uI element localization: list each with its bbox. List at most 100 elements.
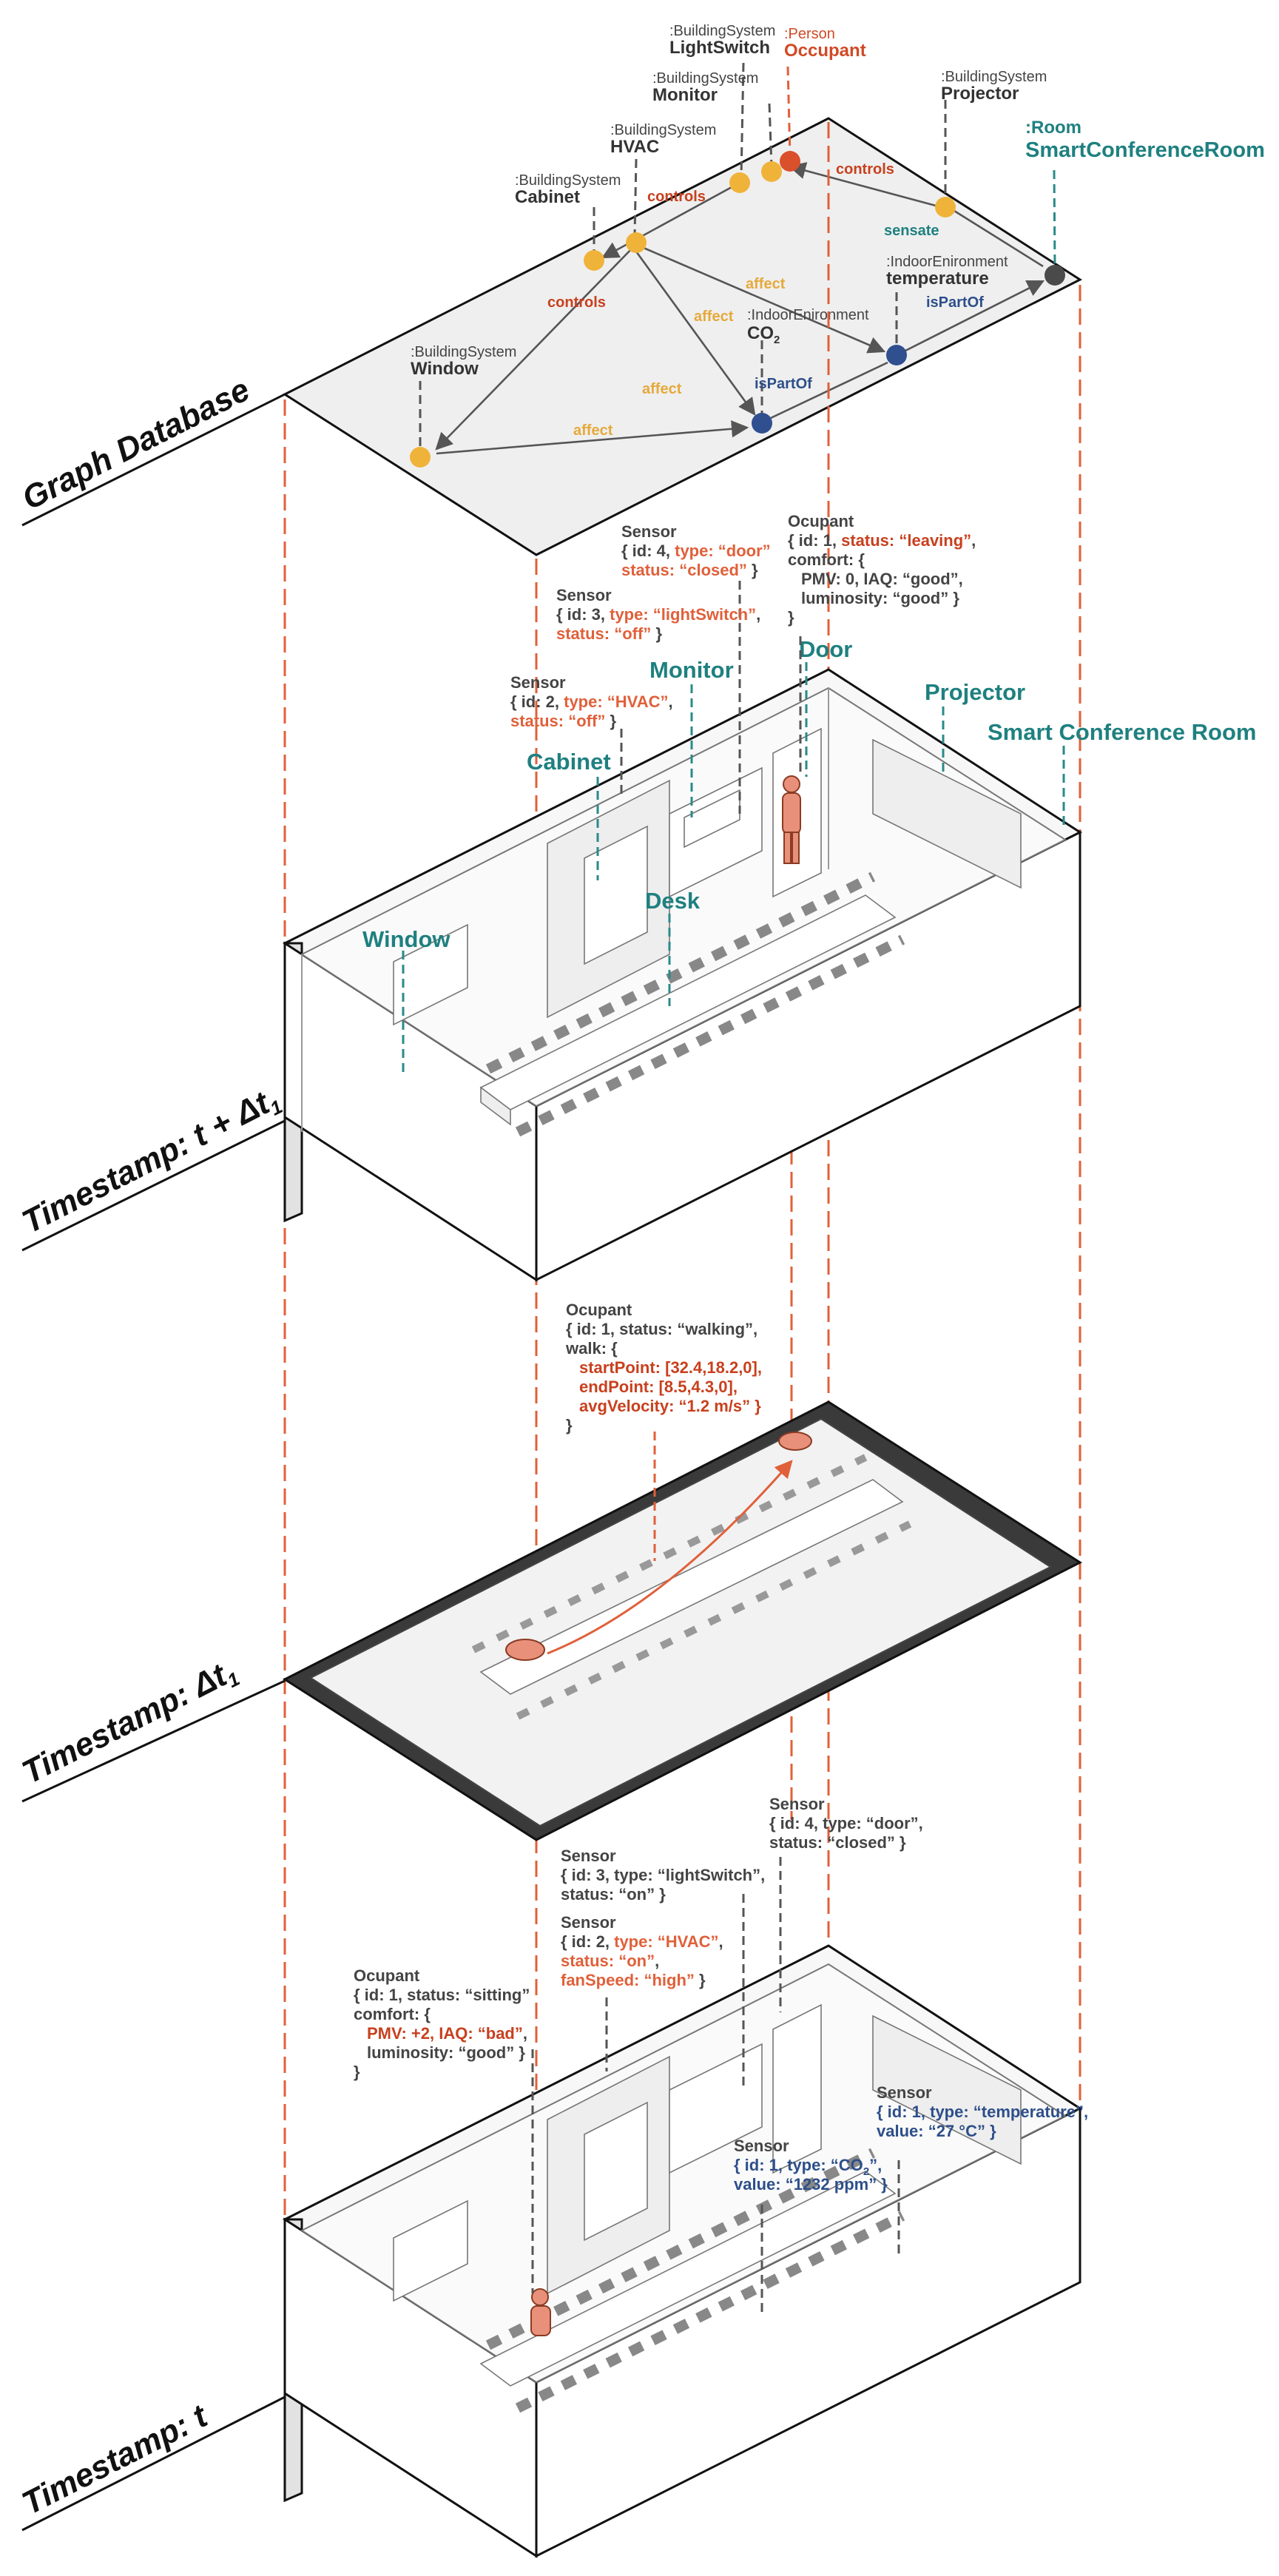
node-cabinet[interactable]: [584, 250, 604, 271]
occupant-figure-sitting: [530, 2288, 551, 2336]
floor-plan-delta: Timestamp: Δt1: [16, 1400, 1083, 1841]
svg-text:{ id: 3, type: “lightSwitch”,: { id: 3, type: “lightSwitch”,: [561, 1866, 765, 1884]
svg-text:Sensor: Sensor: [510, 673, 566, 692]
window-type: :BuildingSystem: [411, 344, 516, 360]
svg-text:status: “off” }: status: “off” }: [556, 624, 662, 643]
svg-text:fanSpeed: “high” }: fanSpeed: “high” }: [561, 1971, 706, 1989]
hvac-name: HVAC: [610, 137, 659, 157]
svg-text:status: “closed” }: status: “closed” }: [769, 1833, 906, 1852]
svg-text:status: “on”,: status: “on”,: [561, 1952, 659, 1970]
cabinet-type: :BuildingSystem: [515, 172, 621, 189]
svg-text:{ id: 2, type: “HVAC”,: { id: 2, type: “HVAC”,: [561, 1932, 723, 1951]
label-desk: Desk: [645, 888, 701, 914]
window-name: Window: [411, 359, 479, 379]
svg-text:}: }: [354, 2063, 360, 2081]
floor-plan-inner: [308, 1417, 1053, 1827]
svg-text:Ocupant: Ocupant: [354, 1966, 420, 1985]
svg-text:value: “1232 ppm” }: value: “1232 ppm” }: [734, 2175, 888, 2194]
edge-affect-hvac-temp: [643, 246, 886, 354]
lightswitch-name: LightSwitch: [669, 38, 770, 58]
label-window: Window: [362, 926, 450, 952]
edge-label-ispartof-2: isPartOf: [926, 294, 984, 311]
lightswitch-type: :BuildingSystem: [669, 23, 775, 39]
svg-text:Sensor: Sensor: [877, 2083, 932, 2102]
node-room[interactable]: [1045, 265, 1065, 286]
leader-monitor: [768, 103, 773, 167]
edge-affect-window-co2: [436, 420, 749, 455]
timestamp-t-label: Timestamp: t: [16, 2397, 215, 2522]
chairs-back-row: [485, 871, 876, 1074]
walk-path: [547, 1460, 793, 1655]
projector-screen: [872, 738, 1022, 889]
node-temperature[interactable]: [886, 345, 907, 365]
room-name: SmartConferenceRoom: [1025, 138, 1265, 162]
edge-sensate: [954, 209, 1044, 268]
leader-lightswitch: [740, 62, 745, 178]
timestamp-t-plus-label: Timestamp: t + Δt1: [16, 1080, 286, 1244]
node-lightswitch[interactable]: [729, 172, 750, 193]
node-hvac[interactable]: [626, 232, 647, 253]
svg-text:{ id: 1, status: “walking”,: { id: 1, status: “walking”,: [566, 1320, 757, 1338]
node-projector[interactable]: [935, 197, 956, 218]
timestamp-delta-label: Timestamp: Δt1: [16, 1652, 243, 1793]
edge-label-sensate: sensate: [884, 223, 939, 239]
edge-controls-hvac-window: [435, 243, 637, 451]
edge-label-affect-2: affect: [694, 308, 734, 325]
svg-text:{ id: 1, type: “CO2”,: { id: 1, type: “CO2”,: [734, 2156, 882, 2178]
svg-text:startPoint: [32.4,18.2,0],: startPoint: [32.4,18.2,0],: [579, 1358, 762, 1377]
room-type: :Room: [1025, 118, 1081, 138]
occupant-end: [778, 1432, 812, 1451]
edge-label-affect-1: affect: [746, 276, 786, 292]
svg-text:walk: {: walk: {: [565, 1339, 618, 1358]
svg-text:comfort: {: comfort: {: [354, 2005, 431, 2023]
cabinet-name: Cabinet: [515, 187, 580, 207]
edge-ispartof-temp: [903, 280, 1045, 353]
svg-text:luminosity: “good” }: luminosity: “good” }: [367, 2043, 525, 2062]
label-smart-conference-room: Smart Conference Room: [988, 719, 1256, 745]
node-window[interactable]: [410, 447, 431, 468]
annotations-top: Sensor { id: 4, type: “door” status: “cl…: [510, 512, 976, 730]
edge-controls-switch-cabinet: [601, 181, 740, 259]
svg-text:{ id: 1, status: “leaving”,: { id: 1, status: “leaving”,: [788, 531, 976, 550]
node-occupant[interactable]: [780, 151, 800, 172]
desk-plan: [479, 1479, 904, 1695]
edge-label-controls-1: controls: [647, 189, 706, 205]
edge-label-controls-3: controls: [547, 294, 606, 311]
projector-type: :BuildingSystem: [941, 69, 1047, 85]
temperature-name: temperature: [886, 269, 989, 289]
svg-text:luminosity: “good” }: luminosity: “good” }: [801, 589, 959, 607]
svg-text:PMV: +2, IAQ: “bad”,: PMV: +2, IAQ: “bad”,: [367, 2024, 527, 2043]
co2-type: :IndoorEnironment: [747, 307, 869, 323]
svg-text:}: }: [566, 1416, 573, 1434]
leader-room: [1053, 169, 1056, 267]
svg-text:Sensor: Sensor: [734, 2137, 789, 2155]
svg-text:{ id: 1, type: “temperature”,: { id: 1, type: “temperature”,: [877, 2103, 1088, 2121]
projector-name: Projector: [941, 84, 1019, 104]
leader-occupant: [786, 66, 792, 158]
monitor-name: Monitor: [652, 85, 718, 105]
node-monitor[interactable]: [761, 161, 782, 182]
annotations-mid: Ocupant { id: 1, status: “walking”, walk…: [565, 1301, 762, 1434]
svg-text:{ id: 1, status: “sitting”: { id: 1, status: “sitting”: [354, 1986, 530, 2004]
svg-text:status: “on” }: status: “on” }: [561, 1885, 666, 1904]
temperature-type: :IndoorEnironment: [886, 254, 1008, 270]
svg-text:value: “27 °C” }: value: “27 °C” }: [877, 2122, 996, 2140]
person-type: :Person: [784, 26, 835, 42]
graph-database-plane: Graph Database controls controls control…: [16, 23, 1265, 556]
annotations-bottom: Sensor { id: 4, type: “door”, status: “c…: [354, 1795, 1088, 2194]
svg-text:}: }: [788, 608, 794, 627]
hvac-type: :BuildingSystem: [610, 122, 716, 138]
edge-label-affect-4: affect: [573, 422, 613, 439]
edge-affect-hvac-co2: [635, 251, 756, 416]
label-cabinet: Cabinet: [527, 749, 611, 775]
svg-text:Sensor: Sensor: [769, 1795, 825, 1813]
svg-text:status: “closed” }: status: “closed” }: [621, 561, 758, 579]
svg-text:avgVelocity: “1.2 m/s” }: avgVelocity: “1.2 m/s” }: [579, 1397, 761, 1415]
svg-text:Ocupant: Ocupant: [566, 1301, 632, 1319]
svg-text:{ id: 4, type: “door”,: { id: 4, type: “door”,: [769, 1814, 923, 1832]
node-co2[interactable]: [752, 413, 772, 434]
occupant-figure-standing: [782, 775, 801, 864]
svg-text:PMV: 0, IAQ: “good”,: PMV: 0, IAQ: “good”,: [801, 570, 963, 588]
leader-hvac: [633, 158, 638, 236]
